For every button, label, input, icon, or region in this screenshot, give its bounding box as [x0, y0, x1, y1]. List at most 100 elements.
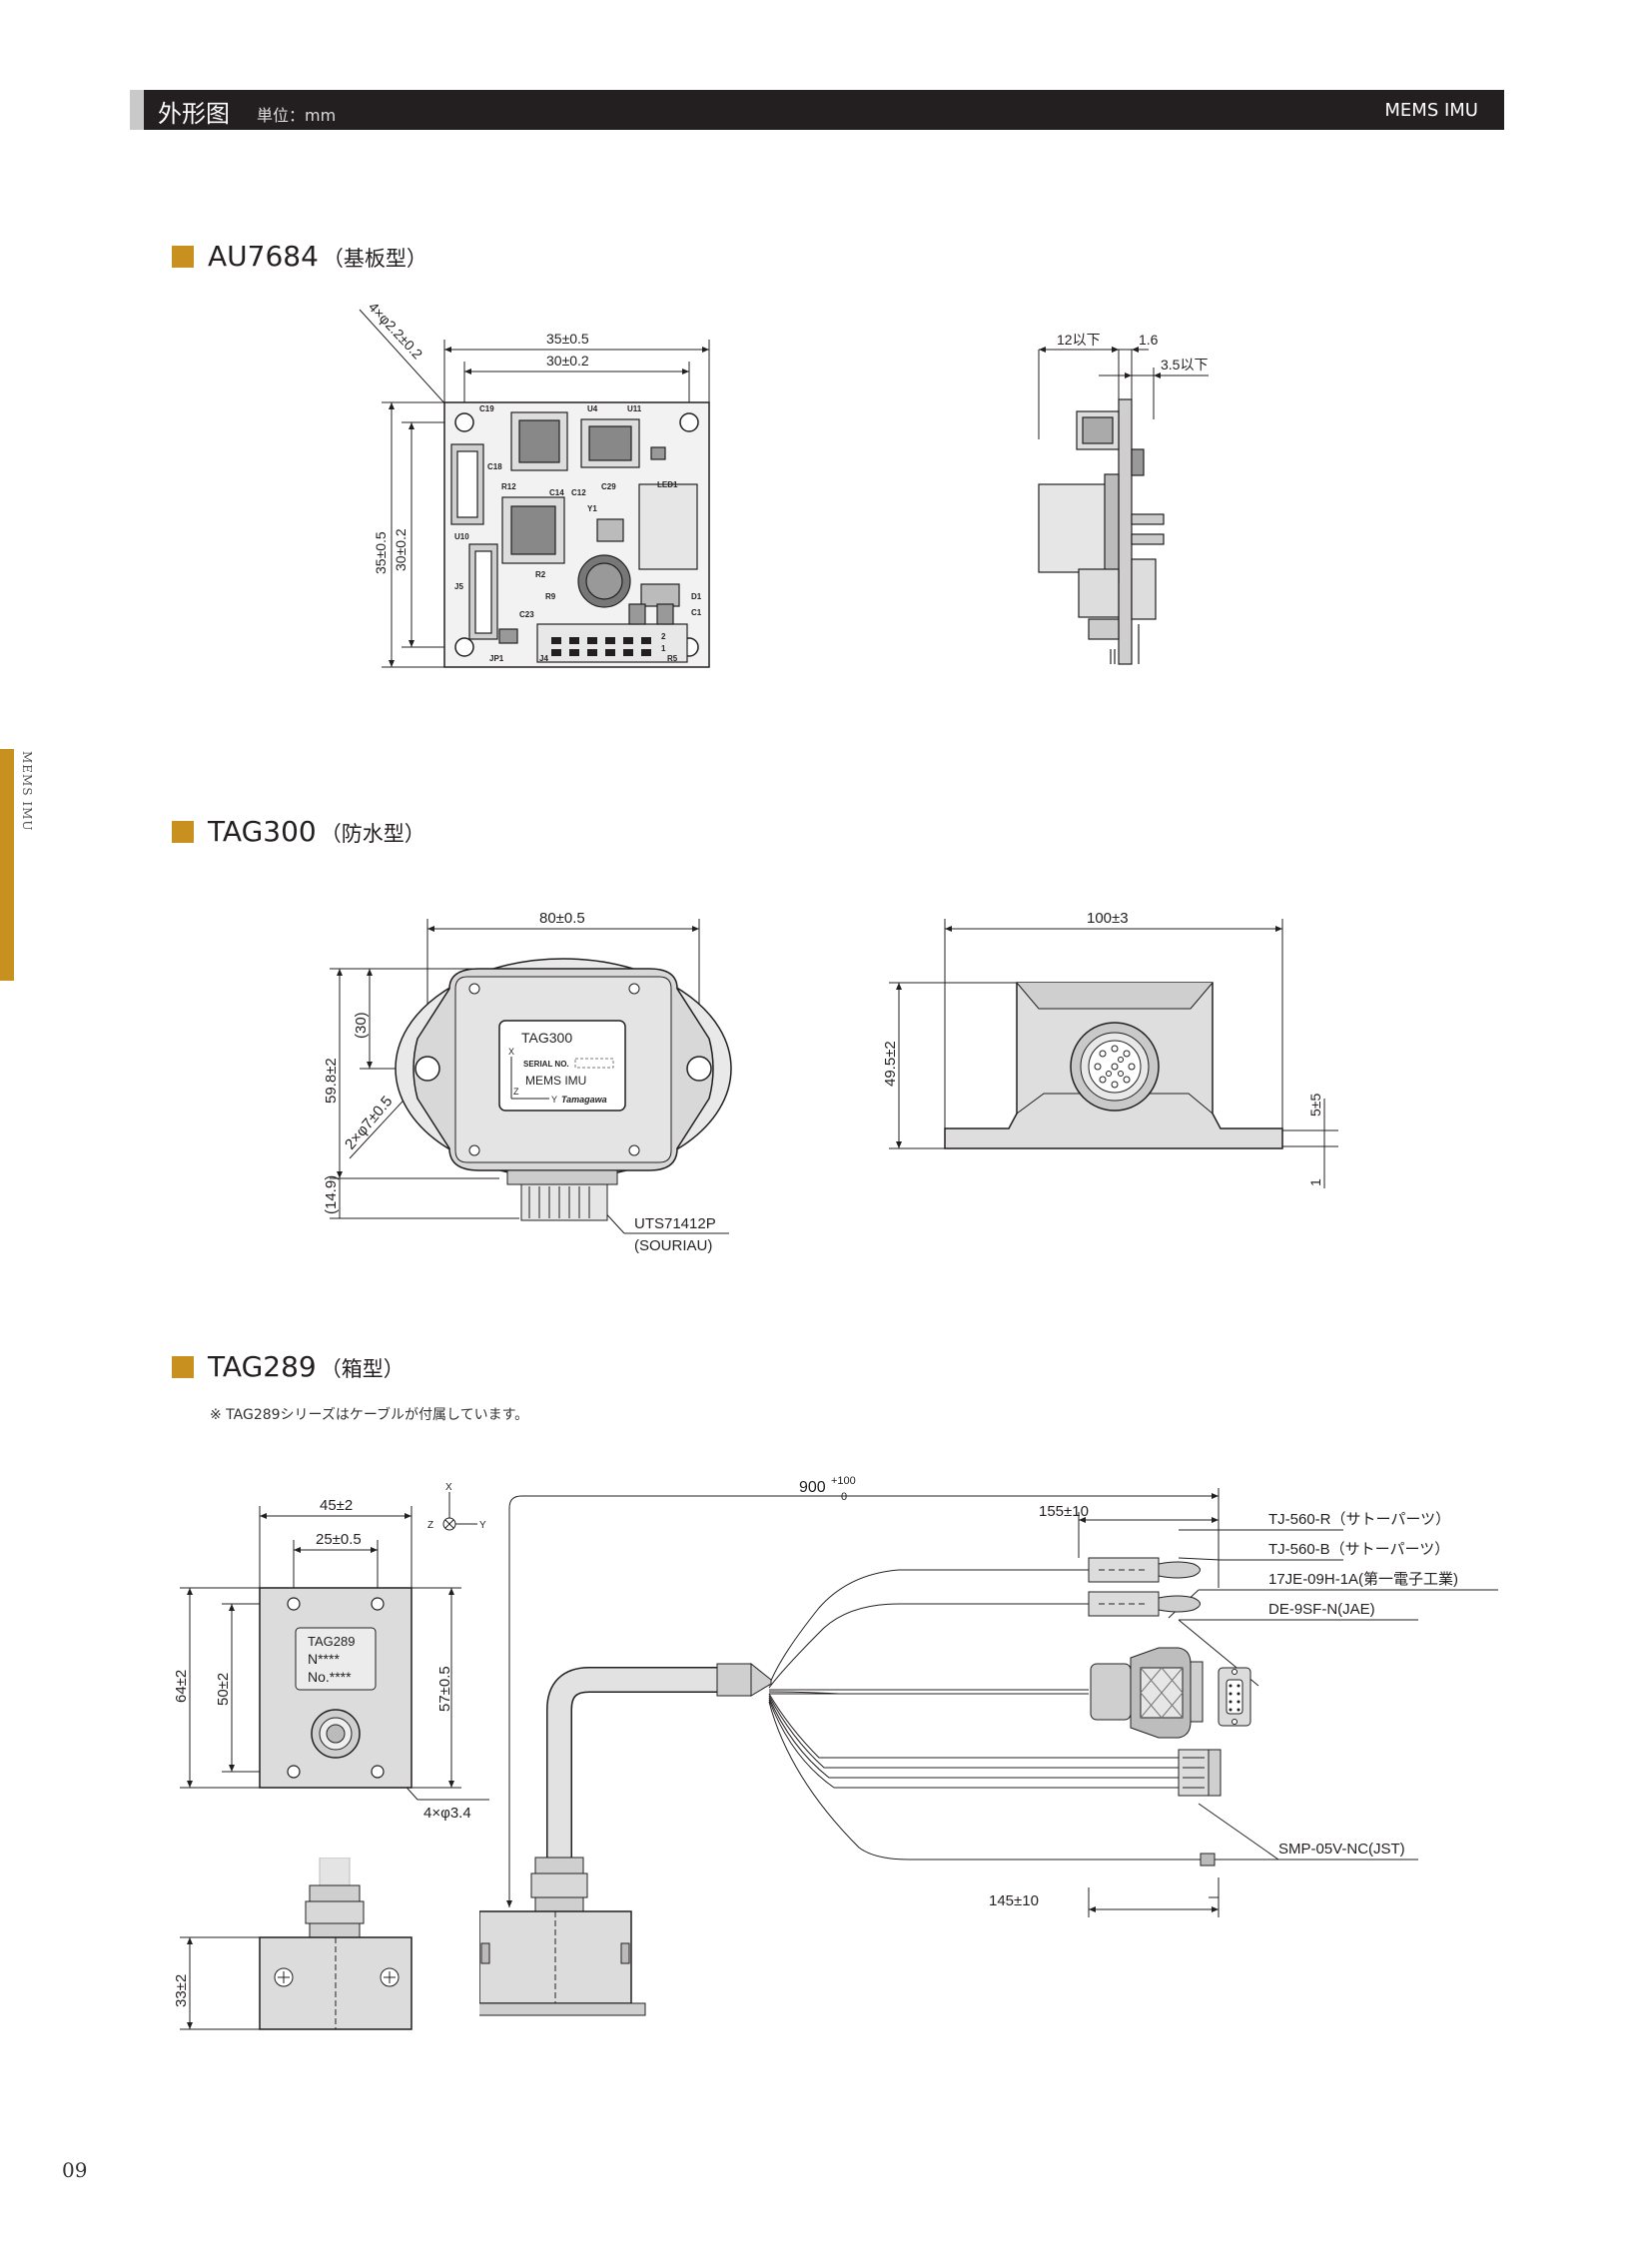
au7684-side-height: 12以下 — [1057, 332, 1101, 348]
tag289-top-view: 45±2 25±0.5 64±2 50±2 57±0.5 4×φ3.4 X Y … — [173, 1482, 489, 1822]
smp-connector — [1178, 1749, 1222, 1797]
board-label: C18 — [487, 462, 502, 471]
au7684-bottom-height: 3.5以下 — [1161, 357, 1208, 373]
board-label: J5 — [454, 582, 463, 591]
board-label: D1 — [691, 592, 702, 601]
board-label: C19 — [479, 404, 494, 413]
board-label: Y1 — [587, 504, 597, 513]
board-label: C1 — [691, 608, 702, 617]
tag289-axis-y: Y — [479, 1520, 486, 1531]
connector-label: TJ-560-B（サトーパーツ） — [1268, 1541, 1449, 1558]
board-label: 2 — [661, 632, 666, 641]
section-tag300-name: TAG300 — [208, 815, 317, 848]
main-cable — [547, 1668, 719, 1858]
board-label: C23 — [519, 610, 534, 619]
side-tab-label: MEMS IMU — [20, 751, 34, 832]
tag300-axis-z: Z — [513, 1087, 519, 1097]
tag300-plate-product: MEMS IMU — [525, 1074, 586, 1088]
tag300-hole-spec: 2×φ7±0.5 — [342, 1093, 396, 1152]
page-number: 09 — [62, 2158, 88, 2182]
tag300-side-height: 49.5±2 — [882, 1041, 899, 1087]
tag289-axis-x: X — [445, 1482, 452, 1493]
section-au7684-heading: AU7684（基板型） — [172, 240, 427, 273]
board-label: LED1 — [657, 480, 678, 489]
au7684-board-edge — [1118, 398, 1133, 665]
tj560-plug-black — [1088, 1591, 1201, 1617]
section-marker-icon — [172, 246, 194, 268]
dsub-connector — [1090, 1647, 1251, 1739]
tag289-lead-length-b: 145±10 — [989, 1892, 1039, 1909]
board-label: C12 — [571, 488, 586, 497]
board-label: 1 — [661, 644, 666, 653]
tag300-foot-thickness: 1 — [1307, 1178, 1323, 1186]
section-tag289-type: （箱型） — [320, 1357, 405, 1381]
board-label: JP1 — [489, 654, 504, 663]
tag300-width: 80±0.5 — [539, 910, 585, 927]
tag300-connector-maker: (SOURIAU) — [634, 1237, 712, 1254]
page-header: 外形图 単位：mm MEMS IMU — [130, 90, 1504, 130]
board-label: R9 — [545, 592, 556, 601]
connector-label: 17JE-09H-1A(第一電子工業) — [1268, 1570, 1458, 1588]
section-tag289-heading: TAG289（箱型） — [172, 1350, 405, 1383]
tag289-cable-length: 900 — [799, 1479, 826, 1496]
tag300-top-view: 80±0.5 59.8±2 (30) (14.9) 2×φ7±0.5 TAG30… — [323, 910, 732, 1254]
tag289-axis-z: Z — [427, 1520, 433, 1531]
tag300-axis-y: Y — [551, 1095, 557, 1105]
section-au7684-type: （基板型） — [322, 247, 427, 271]
tag300-plate-serial: SERIAL NO. — [523, 1060, 569, 1069]
au7684-board-thickness: 1.6 — [1139, 332, 1159, 348]
tag300-length: 100±3 — [1087, 910, 1129, 927]
header-product: MEMS IMU — [1384, 100, 1478, 121]
tag300-plate-model: TAG300 — [521, 1030, 572, 1046]
cable-sleeve — [716, 1663, 752, 1697]
tag300-connector-height: (14.9) — [323, 1175, 340, 1214]
connector-label: TJ-560-R（サトーパーツ） — [1268, 1511, 1450, 1528]
tag300-nameplate — [498, 1020, 626, 1112]
board-label: C29 — [601, 482, 616, 491]
section-tag300-type: （防水型） — [320, 822, 425, 846]
board-label: U4 — [587, 404, 598, 413]
tag300-axis-x: X — [508, 1047, 514, 1057]
tag289-width-inner: 25±0.5 — [316, 1531, 362, 1548]
tag289-cable-tol-minus: 0 — [841, 1491, 847, 1503]
tag300-side-view: 100±3 49.5±2 5±5 1 — [882, 910, 1338, 1188]
au7684-height-inner: 30±0.2 — [393, 528, 409, 571]
tag289-hole-spec: 4×φ3.4 — [423, 1805, 471, 1822]
tag289-height-inner: 50±2 — [215, 1673, 232, 1706]
board-label: J4 — [539, 654, 548, 663]
tag289-cable-assembly: 900 +100 0 155±10 145±10 TJ-560-R（サトーパーツ… — [479, 1475, 1498, 2016]
au7684-top-view: 35±0.5 30±0.2 35±0.5 30±0.2 4×φ2.2±0.2 — [359, 300, 710, 668]
section-marker-icon — [172, 821, 194, 843]
header-unit: 単位：mm — [257, 106, 337, 125]
board-label: U10 — [454, 532, 469, 541]
side-tab — [0, 749, 14, 981]
board-label: R5 — [667, 654, 678, 663]
tag300-foot-gap: 5±5 — [1307, 1094, 1323, 1117]
tag300-connector-part: UTS71412P — [634, 1215, 716, 1232]
tag289-label-line: N**** — [308, 1651, 340, 1667]
section-tag289-name: TAG289 — [208, 1350, 317, 1383]
tag289-cable-tol-plus: +100 — [831, 1475, 856, 1487]
tag289-label-plate — [295, 1627, 377, 1691]
connector-label: DE-9SF-N(JAE) — [1268, 1601, 1375, 1618]
au7684-height-outer: 35±0.5 — [373, 531, 389, 574]
tag300-half-height: (30) — [353, 1012, 370, 1039]
header-accent — [130, 90, 144, 130]
tag289-side-view: 33±2 — [173, 1858, 413, 2030]
section-au7684-name: AU7684 — [208, 240, 319, 273]
tag300-plate-brand: Tamagawa — [561, 1095, 607, 1105]
section-marker-icon — [172, 1356, 194, 1378]
tag289-lead-length-a: 155±10 — [1039, 1503, 1089, 1520]
connector-label: SMP-05V-NC(JST) — [1278, 1841, 1405, 1858]
section-tag300-heading: TAG300（防水型） — [172, 815, 425, 848]
board-label: R12 — [501, 482, 516, 491]
au7684-side-view: 12以下 1.6 3.5以下 — [1038, 332, 1209, 665]
tag300-height: 59.8±2 — [323, 1058, 340, 1104]
tag289-height-outer: 64±2 — [173, 1670, 190, 1703]
tag289-label-line: No.**** — [308, 1669, 352, 1685]
au7684-width-outer: 35±0.5 — [546, 331, 589, 347]
board-label: U11 — [627, 404, 642, 413]
board-label: C14 — [549, 488, 564, 497]
tag289-hole-pitch: 57±0.5 — [436, 1666, 453, 1712]
board-label: R2 — [535, 570, 546, 579]
